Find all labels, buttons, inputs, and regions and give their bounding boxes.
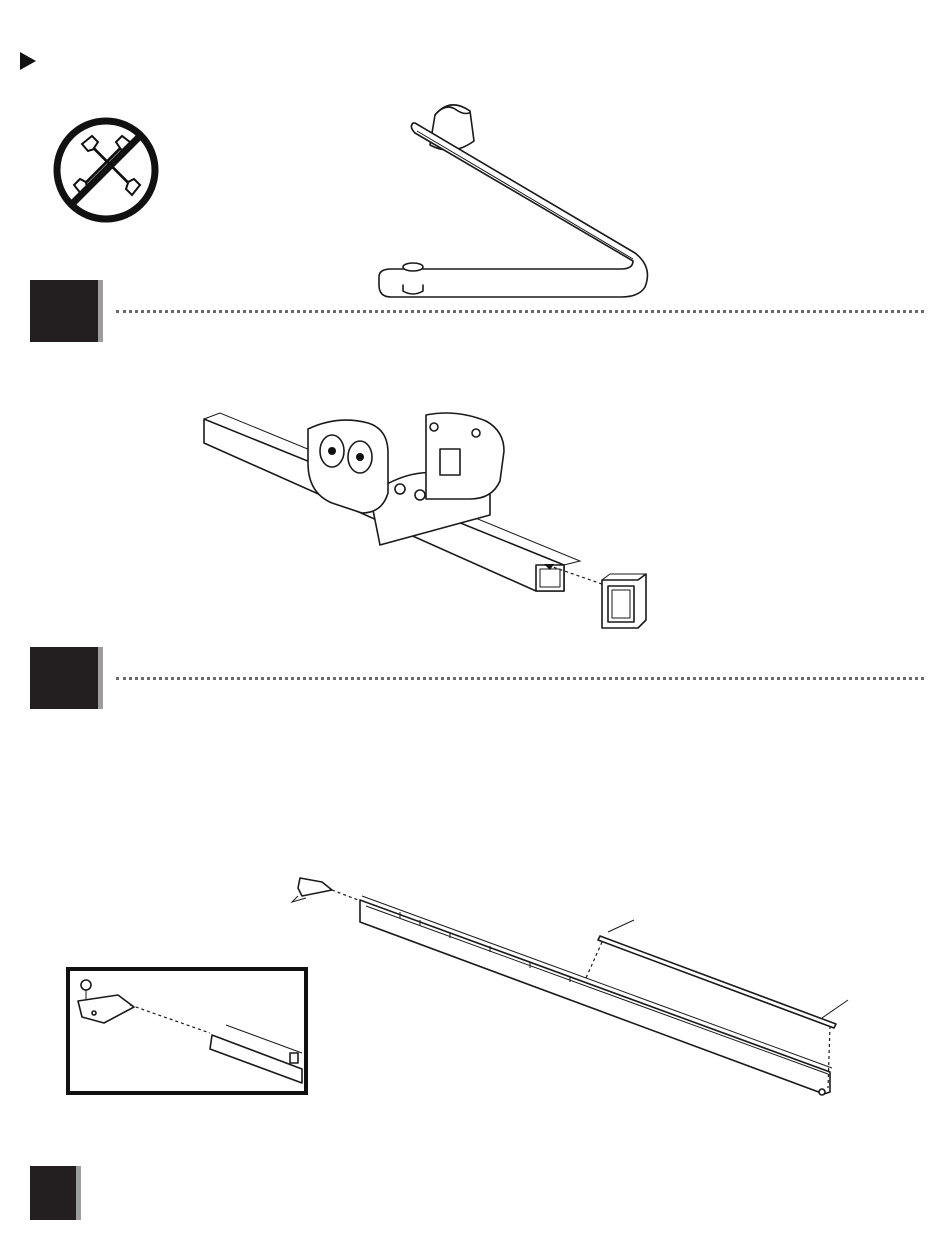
rail-illustration [290,866,860,1126]
step-2-marker [30,647,98,709]
frame-tube-illustration [200,405,590,605]
end-cap-illustration [540,560,650,640]
step-1-divider [116,310,924,313]
detail-inset-illustration [70,971,304,1091]
step-1-marker [30,280,98,342]
play-triangle-icon [18,50,38,72]
step-3-marker [30,1166,76,1220]
no-tools-required-icon [52,116,160,224]
step-2-divider [116,677,924,680]
bent-bar-illustration [375,95,675,300]
